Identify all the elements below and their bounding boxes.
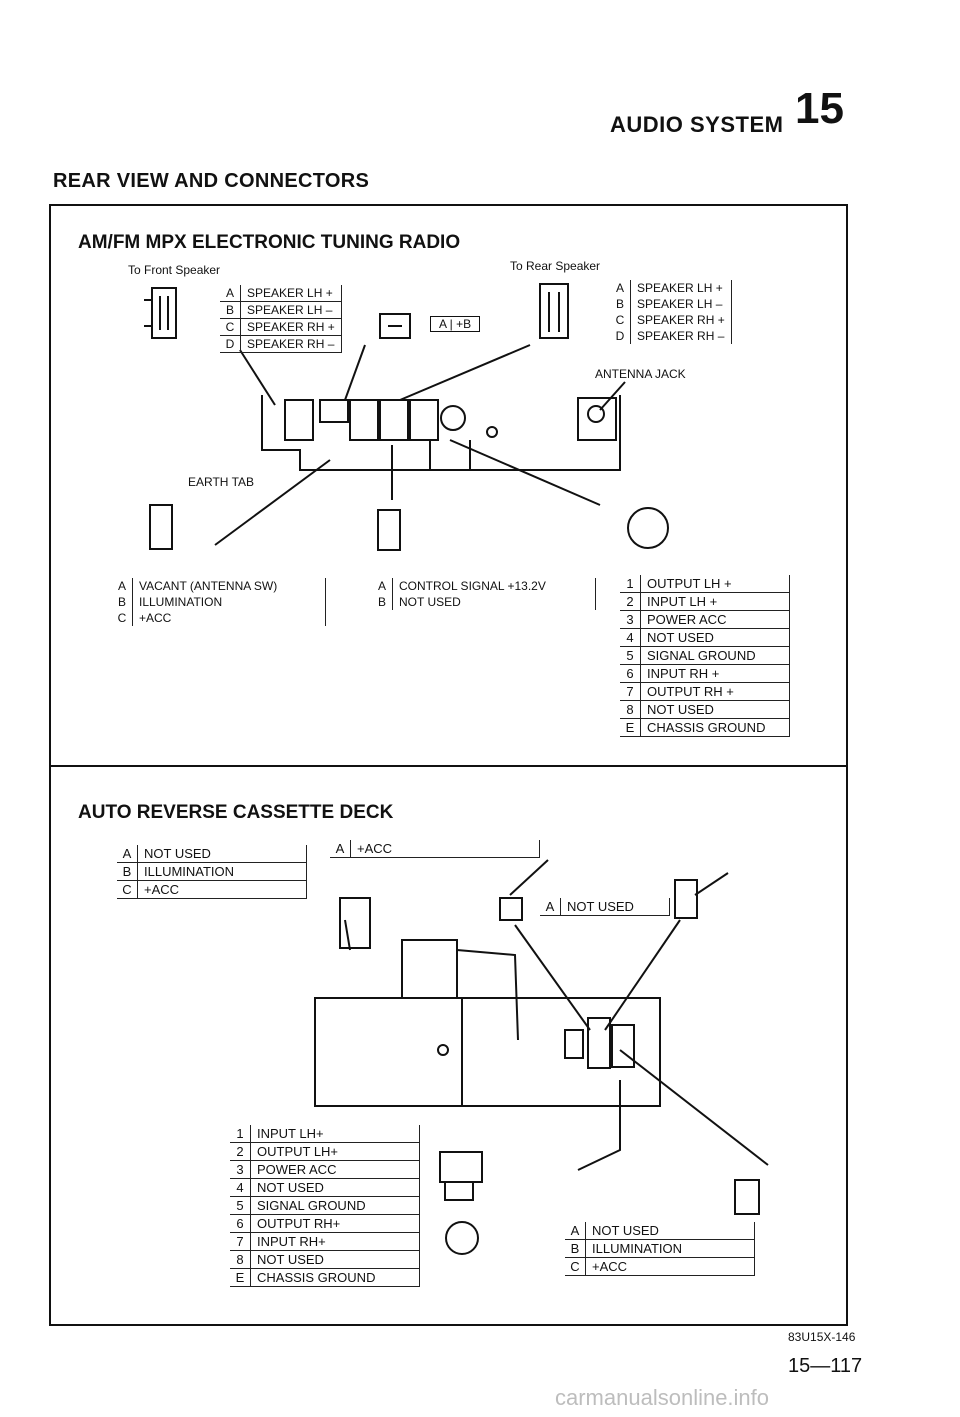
cassette-acc-box: A+ACC <box>330 840 540 858</box>
radio-title: AM/FM MPX ELECTRONIC TUNING RADIO <box>78 232 461 253</box>
earth-tab-label: EARTH TAB <box>188 475 255 489</box>
cassette-a-connector-right <box>674 879 698 919</box>
table-row: A+ACC <box>330 840 540 858</box>
ab-connector <box>377 509 401 551</box>
minus-connector <box>379 313 411 339</box>
radio-leader-lines <box>214 344 626 546</box>
radio-unit-body <box>261 395 621 471</box>
cassette-a-connector-left <box>499 897 523 921</box>
chapter-number: 15 <box>795 84 844 133</box>
table-row: C+ACC <box>112 610 326 626</box>
rear-speaker-label: To Rear Speaker <box>510 259 601 273</box>
cassette-unit-body <box>314 939 661 1171</box>
front-speaker-label: To Front Speaker <box>128 263 221 277</box>
din-connector <box>627 507 669 549</box>
section-title: REAR VIEW AND CONNECTORS <box>53 170 370 192</box>
rear-speaker-connector <box>539 283 569 339</box>
cassette-din-connector <box>445 1221 479 1255</box>
cassette-c-b-connector <box>734 1179 760 1215</box>
table-row: C+ACC <box>565 1257 755 1276</box>
page-number: 15—117 <box>788 1355 863 1377</box>
antenna-jack-label: ANTENNA JACK <box>595 367 686 381</box>
cassette-abc-connector <box>339 897 371 949</box>
cassette-leader-lines <box>344 859 769 1166</box>
din-plug <box>439 1151 483 1183</box>
page-header-title: AUDIO SYSTEM <box>610 112 784 137</box>
front-speaker-connector <box>144 287 177 339</box>
figure-code: 83U15X-146 <box>788 1330 856 1344</box>
watermark: carmanualsonline.info <box>555 1385 770 1410</box>
table-row: C+ACC <box>117 880 307 899</box>
earth-box-label: A | +B <box>430 316 481 332</box>
cassette-title: AUTO REVERSE CASSETTE DECK <box>78 802 394 823</box>
abc-connector <box>149 504 173 550</box>
